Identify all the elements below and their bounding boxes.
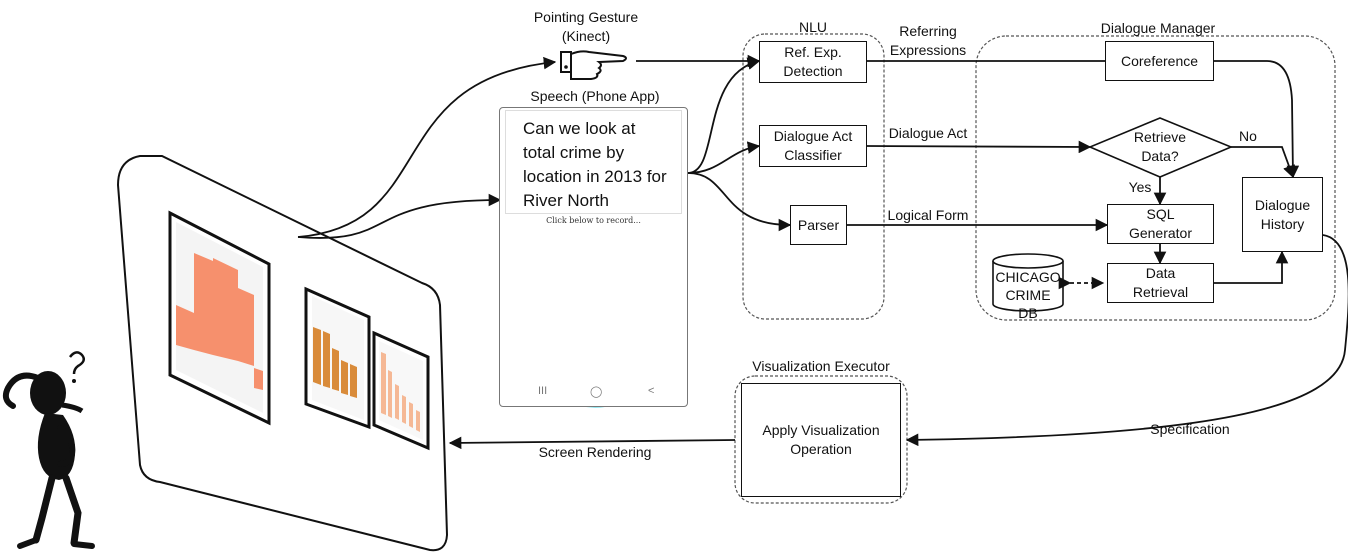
dialogue-act-classifier-label: Dialogue Act Classifier <box>773 128 853 163</box>
recents-button[interactable]: III <box>538 385 548 397</box>
dialogue-manager-label: Dialogue Manager <box>1100 20 1216 36</box>
phone-navbar: III ◯ < <box>500 385 687 405</box>
dialogue-act-classifier-box: Dialogue Act Classifier <box>759 125 867 167</box>
pointing-gesture-title: Pointing Gesture <box>533 9 639 25</box>
no-label: No <box>1239 128 1257 144</box>
ref-exp-detection-box: Ref. Exp. Detection <box>759 41 867 83</box>
connectors <box>297 54 1348 450</box>
nlu-label: NLU <box>798 19 827 35</box>
speech-utterance: Can we look at total crime by location i… <box>505 110 682 214</box>
pointing-hand-icon <box>560 50 627 80</box>
dialogue-act-edge-label: Dialogue Act <box>888 125 968 141</box>
coreference-label: Coreference <box>1120 52 1199 69</box>
apply-visualization-box: Apply Visualization Operation <box>741 383 901 497</box>
specification-label: Specification <box>1150 421 1230 437</box>
phone-app <box>499 107 688 407</box>
crime-db-label: CHICAGO CRIME DB <box>995 269 1061 321</box>
screen-rendering-label: Screen Rendering <box>538 444 652 460</box>
speech-title: Speech (Phone App) <box>530 88 660 104</box>
screen-chart-horizontal <box>372 330 430 451</box>
nlu-group <box>742 33 885 320</box>
dialogue-history-box: Dialogue History <box>1242 177 1323 252</box>
ref-exp-detection-label: Ref. Exp. Detection <box>783 44 843 79</box>
home-button[interactable]: ◯ <box>590 386 603 398</box>
data-retrieval-box: Data Retrieval <box>1107 263 1214 303</box>
database-cylinder-icon <box>992 253 1064 312</box>
dialogue-history-label: Dialogue History <box>1254 196 1311 232</box>
record-hint: Click below to record... <box>546 216 641 225</box>
retrieve-data-label: Retrieve Data? <box>1133 129 1187 164</box>
apply-visualization-label: Apply Visualization Operation <box>762 422 880 457</box>
screen-chart-histogram <box>168 210 271 426</box>
sql-generator-label: SQL Generator <box>1128 206 1193 241</box>
logical-form-label: Logical Form <box>887 207 969 223</box>
thinking-person-icon <box>2 351 95 549</box>
pointing-gesture-subtitle: (Kinect) <box>561 28 611 44</box>
parser-box: Parser <box>790 205 847 245</box>
referring-expressions-label: Referring Expressions <box>889 23 967 58</box>
coreference-box: Coreference <box>1105 41 1214 81</box>
back-button[interactable]: < <box>648 385 655 397</box>
sql-generator-box: SQL Generator <box>1107 204 1214 244</box>
parser-label: Parser <box>797 216 840 233</box>
dialogue-manager-group <box>975 35 1336 321</box>
yes-label: Yes <box>1128 179 1152 195</box>
screen-chart-bars <box>304 286 371 430</box>
viz-executor-label: Visualization Executor <box>752 358 890 374</box>
data-retrieval-label: Data Retrieval <box>1132 265 1189 300</box>
